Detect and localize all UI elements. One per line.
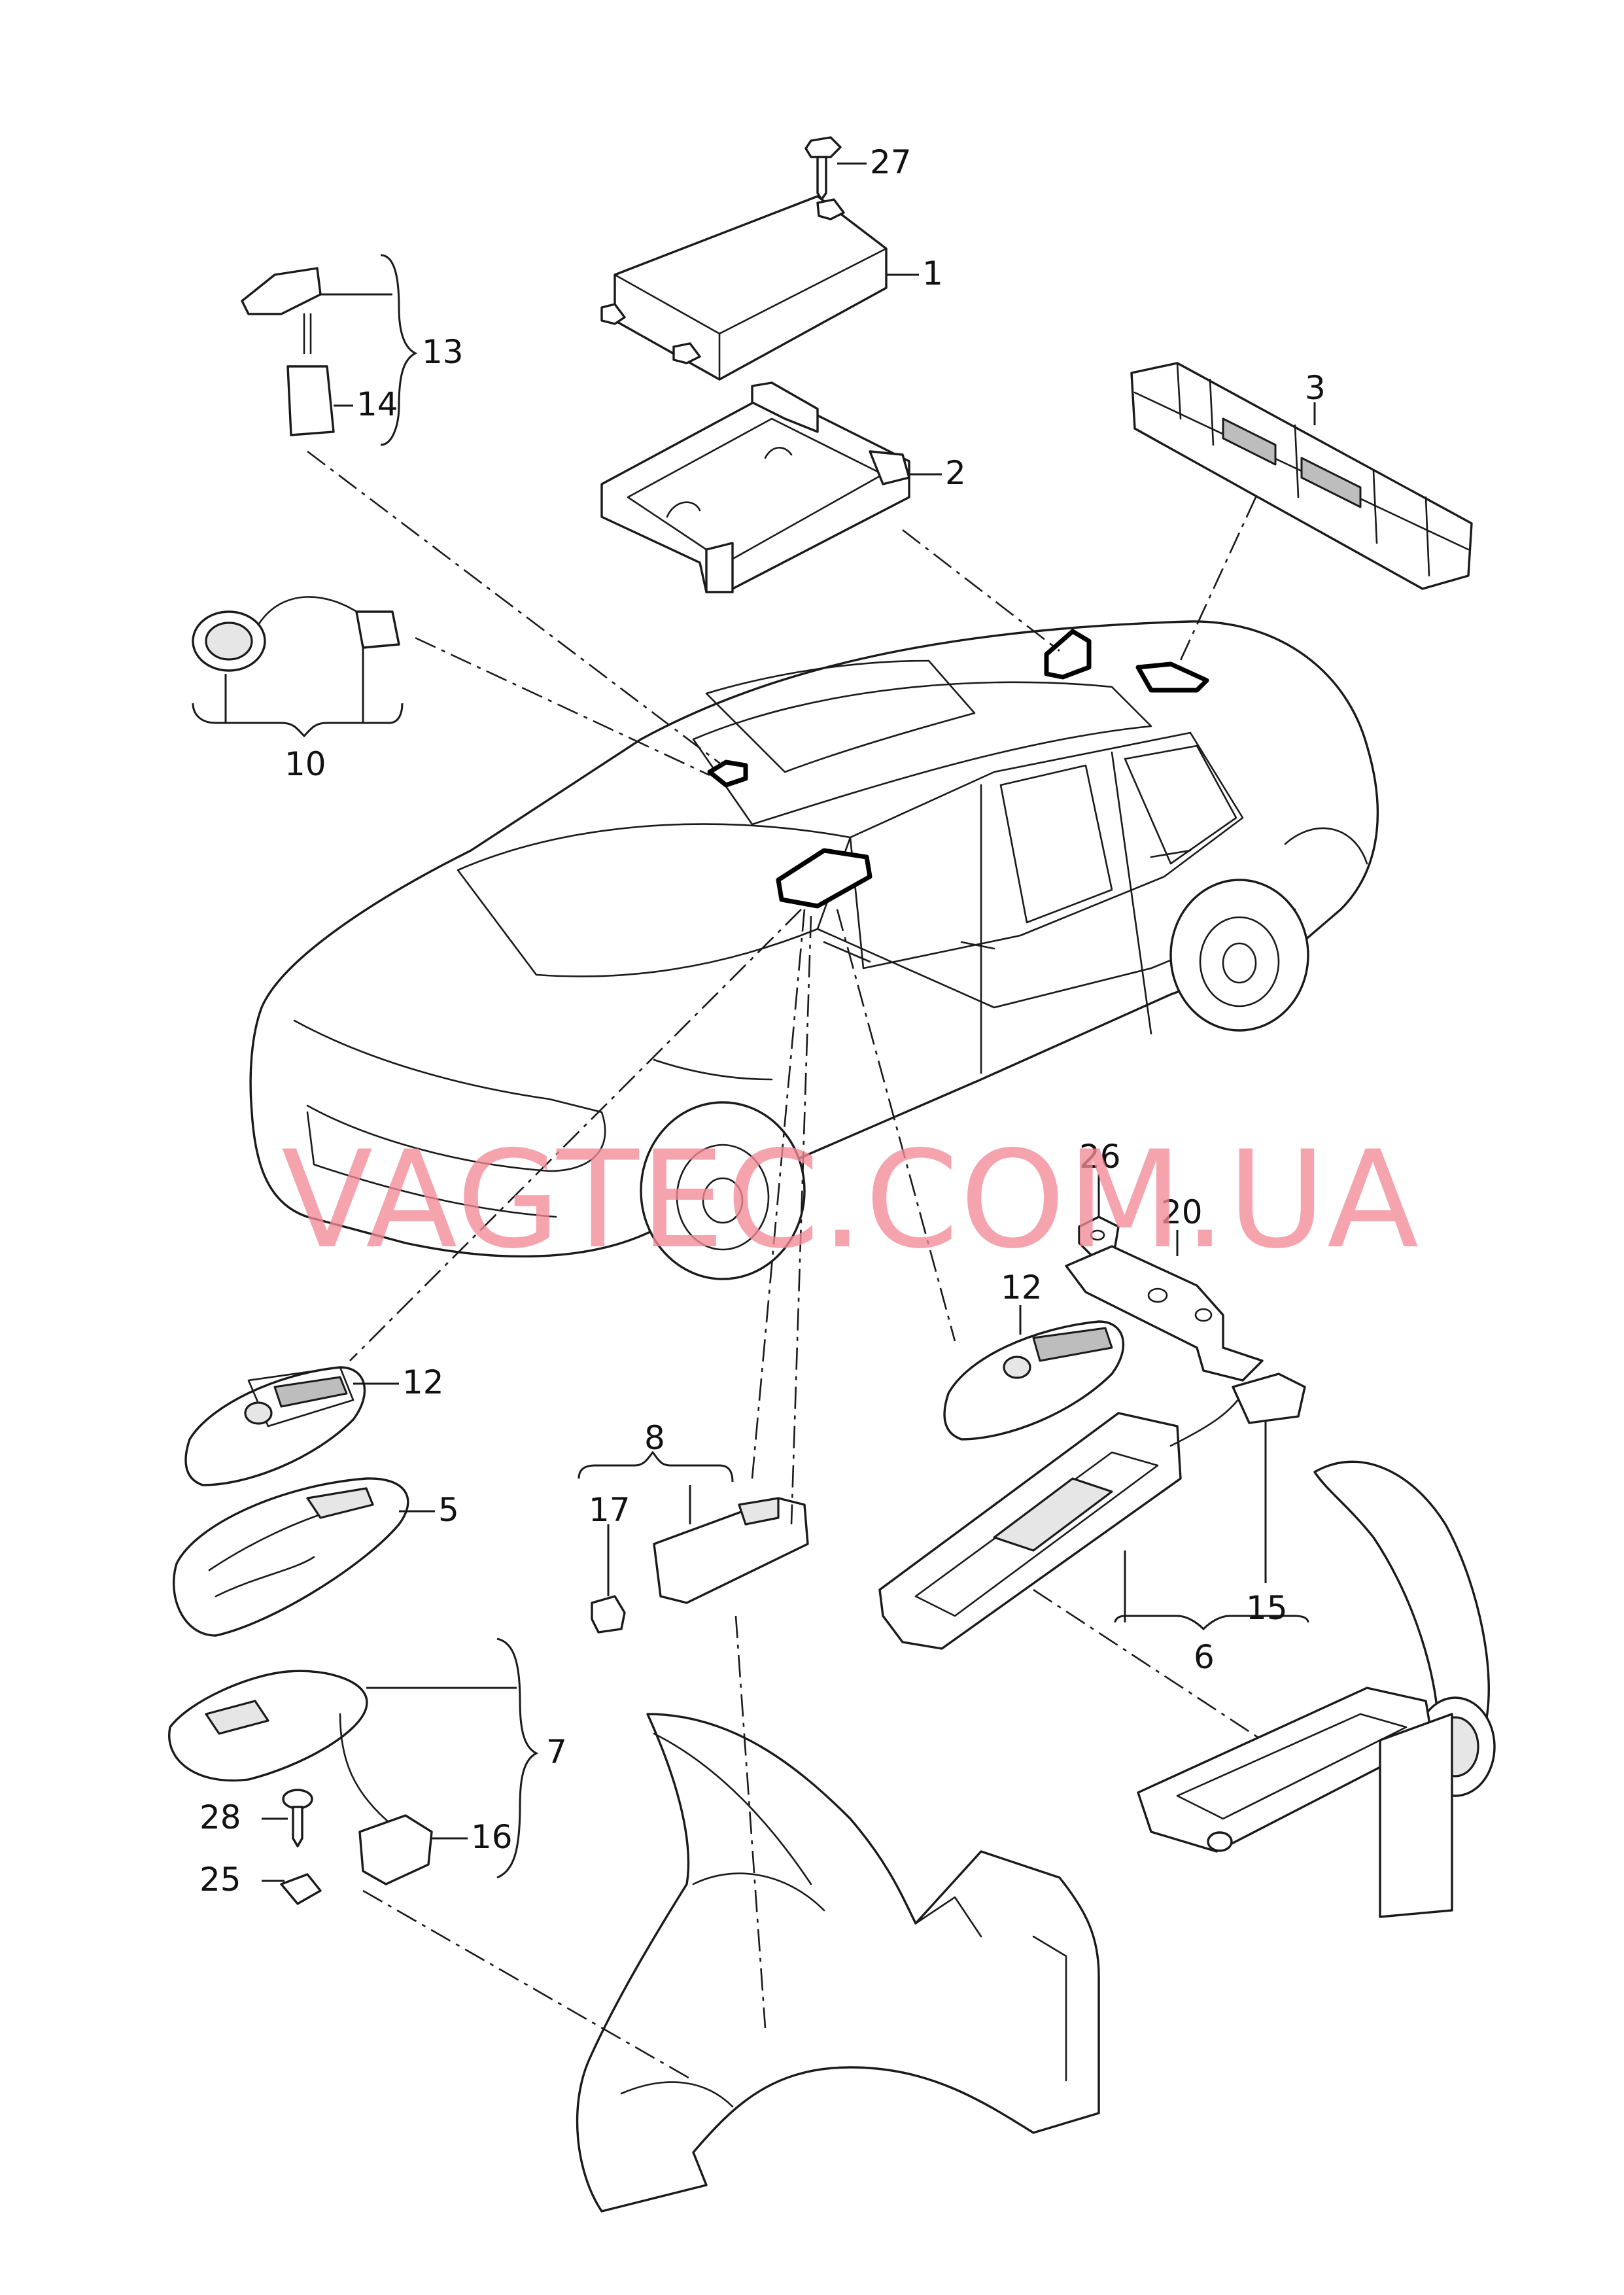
part-16-connector <box>358 1814 433 1885</box>
part-12-handset-left <box>184 1366 366 1486</box>
part-2-bracket <box>600 381 910 593</box>
vehicle-outline <box>249 620 1379 1280</box>
leader-lines <box>192 162 1316 1882</box>
mount-zone-front <box>776 848 872 909</box>
centre-console <box>576 1713 1100 2213</box>
mount-zone-roof <box>707 760 748 788</box>
part-13-sensor-assembly <box>241 267 335 436</box>
part-15-harness <box>1232 1373 1306 1424</box>
callout-15: 15 <box>1246 1589 1288 1627</box>
mount-zone-rear-1 <box>1044 629 1092 680</box>
callout-8: 8 <box>644 1419 665 1457</box>
part-3-rail <box>1130 362 1473 590</box>
part-12-handset-right <box>943 1320 1125 1441</box>
callout-5: 5 <box>438 1491 459 1529</box>
callout-28: 28 <box>199 1798 241 1836</box>
part-7-adapter <box>168 1670 394 1827</box>
callout-3: 3 <box>1305 369 1326 407</box>
part-27-screw <box>804 136 842 201</box>
callout-12-right: 12 <box>1001 1269 1043 1306</box>
part-1-control-unit <box>600 195 888 381</box>
callout-10: 10 <box>285 745 326 783</box>
part-8-cover <box>653 1497 809 1604</box>
callout-17: 17 <box>589 1491 631 1529</box>
assembly-lines <box>307 450 1263 2082</box>
callout-1: 1 <box>922 254 943 292</box>
part-6-console-insert <box>878 1392 1244 1650</box>
callout-16: 16 <box>471 1818 513 1856</box>
part-17-clip <box>591 1595 626 1634</box>
rear-armrest <box>1137 1460 1496 1918</box>
part-25-clip <box>280 1873 322 1905</box>
callout-26: 26 <box>1079 1138 1121 1176</box>
part-28-screw <box>282 1789 313 1848</box>
callout-25: 25 <box>199 1861 241 1899</box>
callout-7: 7 <box>546 1733 567 1771</box>
callout-6: 6 <box>1194 1638 1215 1676</box>
callout-12-left: 12 <box>402 1363 444 1401</box>
part-10-microphone <box>192 596 400 672</box>
callout-14: 14 <box>356 385 398 423</box>
part-5-cradle <box>173 1477 409 1637</box>
callout-27: 27 <box>870 143 912 181</box>
callout-labels: 27 1 13 3 14 2 10 26 20 12 12 8 17 5 15 … <box>199 143 1326 1899</box>
callout-20: 20 <box>1161 1193 1203 1231</box>
callout-2: 2 <box>945 454 966 492</box>
mount-zone-rear-2 <box>1135 661 1209 693</box>
callout-13: 13 <box>422 333 464 371</box>
part-20-bracket <box>1065 1245 1264 1382</box>
watermark-text: VAGTEC.COM.UA <box>281 1123 1420 1278</box>
